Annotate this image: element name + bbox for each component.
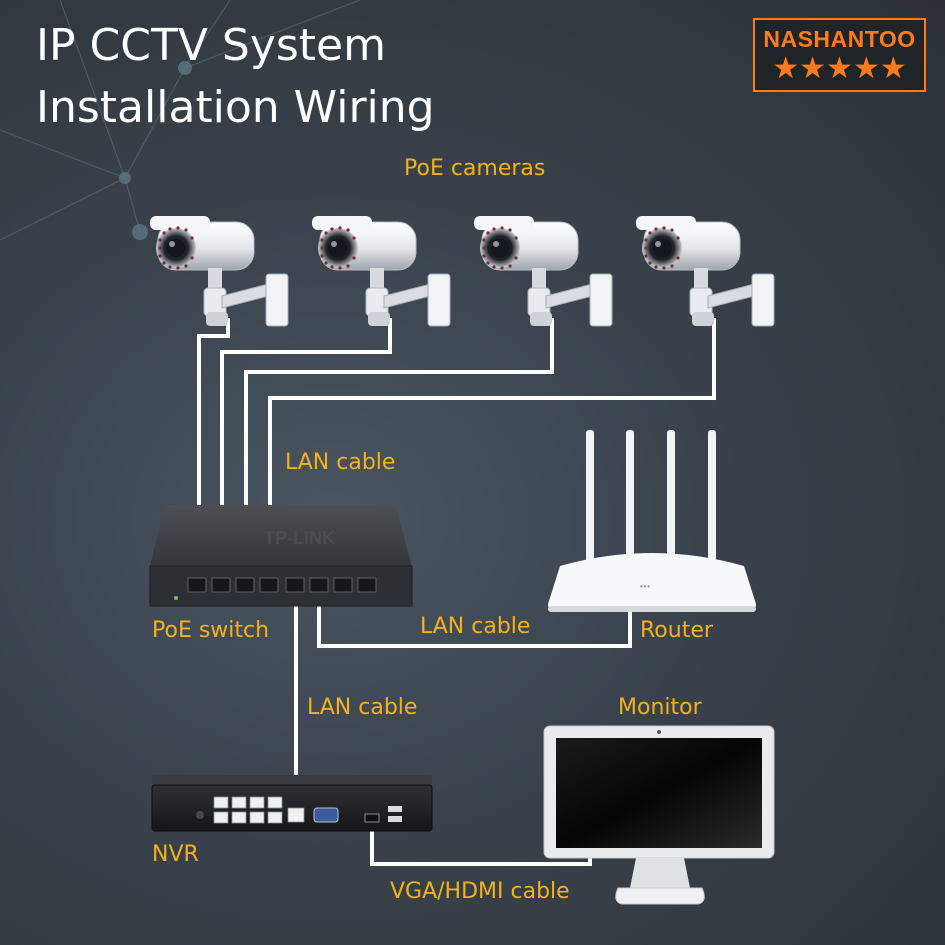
switch-brand-text: TP-LINK: [264, 528, 335, 548]
label-lan-cable-router: LAN cable: [420, 614, 530, 639]
label-poe-switch: PoE switch: [152, 618, 269, 643]
page-title-line-2: Installation Wiring: [36, 86, 435, 130]
nvr-device: [152, 775, 432, 831]
camera-1: [150, 216, 288, 326]
label-vga-hdmi-cable: VGA/HDMI cable: [390, 879, 570, 904]
monitor-device: [544, 726, 774, 904]
poe-switch-device: TP-LINK: [150, 505, 412, 606]
rating-stars-icon: ★★★★★: [755, 54, 924, 84]
router-device: ●●●: [548, 430, 756, 612]
camera-2: [312, 216, 450, 326]
label-router: Router: [640, 618, 713, 643]
label-lan-cable-nvr: LAN cable: [307, 695, 417, 720]
label-monitor: Monitor: [618, 695, 702, 720]
label-poe-cameras: PoE cameras: [404, 156, 545, 181]
label-nvr: NVR: [152, 842, 199, 867]
svg-text:●●●: ●●●: [640, 584, 651, 590]
label-lan-cable-cameras: LAN cable: [285, 450, 395, 475]
camera-4: [636, 216, 774, 326]
brand-logo: NASHANTOO ★★★★★: [753, 18, 926, 92]
camera-3: [474, 216, 612, 326]
brand-name: NASHANTOO: [755, 26, 924, 53]
page-title-line-1: IP CCTV System: [36, 24, 386, 68]
